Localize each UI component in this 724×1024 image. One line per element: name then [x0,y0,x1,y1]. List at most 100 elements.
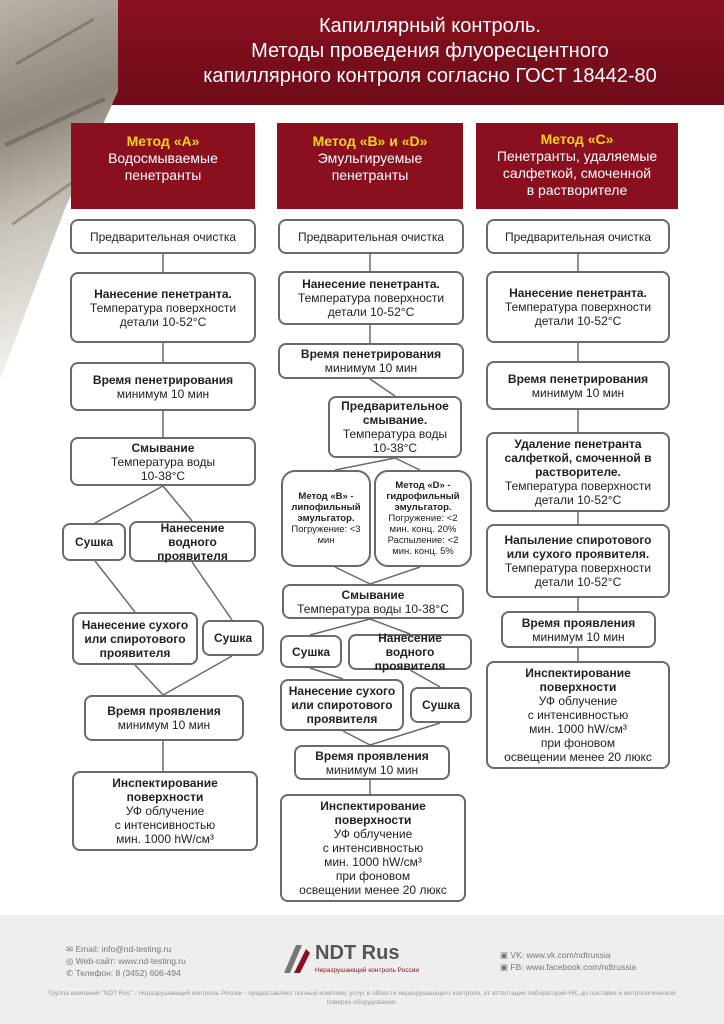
column-header-bd: Метод «B» и «D» Эмульгируемые пенетранты [277,123,463,209]
bd-dry-developer: Нанесение сухого или спиротового проявит… [280,679,404,731]
ndt-logo-text: NDT Rus [315,942,400,964]
a-dev-time-text: минимум 10 мин [117,718,211,732]
c-inspect-text-1: УФ облучение [538,694,618,708]
method-c-subtitle-1: Пенетранты, удаляемые [496,148,658,164]
bd-dwell-time: Время пенетрирования минимум 10 мин [278,343,464,379]
column-header-a: Метод «А» Водосмываемые пенетранты [71,123,255,209]
a-dwell-title: Время пенетрирования [92,372,234,387]
footer-vk-text[interactable]: VK: www.vk.com/ndtrussia [510,950,611,960]
bd-drying-2-text: Сушка [421,698,461,712]
a-apply-text-1: Температура поверхности [89,300,237,315]
c-remove-text-1: Температура поверхности [504,479,652,493]
a-dwell-time: Время пенетрирования минимум 10 мин [70,362,256,411]
footer-disclaimer: Группа компаний "NDT Rus" - Неразрушающи… [48,990,676,1006]
a-development-time: Время проявления минимум 10 мин [84,695,244,741]
bd-inspection: Инспектирование поверхности УФ облучение… [280,794,466,902]
bd-aqueous-developer: Нанесение водного проявителя [348,631,472,673]
globe-icon: ◎ [66,956,74,966]
bd-rinse-title: Смывание [341,587,405,602]
a-apply-penetrant: Нанесение пенетранта. Температура поверх… [70,272,256,343]
c-spray-title: Напыление спиротового или сухого проявит… [504,533,652,561]
c-inspect-text-2: с интенсивностью [527,708,629,722]
a-dry-developer: Нанесение сухого или спиротового проявит… [72,612,198,665]
method-bd-label: Метод «B» и «D» [312,133,428,149]
a-pre-cleaning: Предварительная очистка [70,219,256,254]
bd-prerinse-text-1: Температура воды [342,427,448,441]
bd-pre-cleaning-text: Предварительная очистка [297,229,445,244]
a-aqueous-developer-text: Нанесение водного проявителя [157,520,228,563]
header-banner [0,0,724,105]
c-inspection: Инспектирование поверхности УФ облучение… [486,661,670,769]
a-inspect-text-2: с интенсивностью [114,818,216,832]
a-inspect-title: Инспектирование поверхности [112,776,218,804]
a-drying-2: Сушка [202,620,264,656]
method-c-label: Метод «С» [540,131,614,147]
footer-fb-text[interactable]: FB: www.facebook.com/ndtrussia [510,962,637,972]
a-inspect-text-3: мин. 1000 hW/см³ [116,832,214,846]
a-apply-text-2: детали 10-52°С [119,314,207,329]
bd-inspect-text-1: УФ облучение [333,827,413,841]
bd-prerinse-text-2: 10-38°С [372,441,418,455]
envelope-icon: ✉ [66,944,74,954]
c-dwell-text: минимум 10 мин [531,385,625,400]
method-bd-subtitle-1: Эмульгируемые [317,150,423,166]
bd-method-d-text-2: Распыление: <2 мин. конц. 5% [387,535,459,557]
bd-dry-developer-text: Нанесение сухого или спиротового проявит… [288,684,396,726]
bd-drying-1: Сушка [280,635,342,668]
bd-inspect-text-3: мин. 1000 hW/см³ [324,855,422,869]
bd-method-b-emulsifier: Метод «B» - липофильный эмульгатор. Погр… [281,470,371,567]
footer-email-text[interactable]: Email: info@nd-testing.ru [75,944,172,954]
phone-icon: ✆ [66,968,74,978]
bd-apply-title: Нанесение пенетранта. [302,277,440,291]
a-dwell-text: минимум 10 мин [116,386,210,401]
title-line-3: капиллярного контроля согласно ГОСТ 1844… [203,65,657,87]
a-dry-developer-text: Нанесение сухого или спиротового проявит… [81,617,189,660]
c-pre-cleaning: Предварительная очистка [486,219,670,254]
bd-inspect-title: Инспектирование поверхности [320,799,426,827]
bd-method-b-title: Метод «B» - липофильный эмульгатор. [291,491,361,524]
bd-inspect-text-2: с интенсивностью [322,841,424,855]
bd-apply-text-1: Температура поверхности [297,291,445,305]
vk-icon: ▣ [500,950,509,960]
c-apply-title: Нанесение пенетранта. [509,286,647,300]
c-inspect-text-5: освещении менее 20 люкс [504,750,652,764]
c-apply-text-2: детали 10-52°С [534,314,622,328]
c-pre-cleaning-text: Предварительная очистка [504,229,652,244]
c-spray-text-1: Температура поверхности [504,561,652,575]
a-rinse-text-2: 10-38°С [140,468,186,483]
a-inspect-text-1: УФ облучение [125,804,205,818]
footer-social: ▣ VK: www.vk.com/ndtrussia ▣ FB: www.fac… [500,949,636,973]
c-remove-text-2: детали 10-52°С [534,493,622,507]
ndt-logo-icon [284,945,310,973]
bd-aqueous-developer-text: Нанесение водного проявителя [374,631,446,673]
bd-dev-time-title: Время проявления [315,748,429,763]
title-line-2: Методы проведения флуоресцентного [251,40,609,62]
facebook-icon: ▣ [500,962,509,972]
bd-apply-penetrant: Нанесение пенетранта. Температура поверх… [278,271,464,325]
c-inspect-title: Инспектирование поверхности [525,666,631,694]
footer-web: ◎ Web-сайт: www.nd-testing.ru [66,955,186,967]
bd-development-time: Время проявления минимум 10 мин [294,745,450,780]
column-header-c: Метод «С» Пенетранты, удаляемые салфетко… [476,123,678,209]
footer-vk: ▣ VK: www.vk.com/ndtrussia [500,949,636,961]
ndt-logo-subtitle: Неразрушающий контроль России [315,967,419,974]
footer [0,915,724,1024]
bd-inspect-text-4: при фоновом [335,869,411,883]
c-development-time: Время проявления минимум 10 мин [501,611,656,648]
method-bd-subtitle-2: пенетранты [331,167,409,183]
method-a-subtitle-1: Водосмываемые [108,150,218,166]
c-dwell-title: Время пенетрирования [507,371,649,386]
footer-phone: ✆ Телефон: 8 (3452) 606-494 [66,967,186,979]
bd-prerinse-title: Предварительное смывание. [341,399,449,427]
method-c-subtitle-2: салфеткой, смоченной [502,165,652,181]
a-drying-2-text: Сушка [213,631,253,645]
footer-contacts: ✉ Email: info@nd-testing.ru ◎ Web-сайт: … [66,943,186,979]
footer-web-text[interactable]: Web-сайт: www.nd-testing.ru [75,956,186,966]
c-apply-text-1: Температура поверхности [504,300,652,314]
c-spray-developer: Напыление спиротового или сухого проявит… [486,524,670,598]
c-remove-penetrant: Удаление пенетранта салфеткой, смоченной… [486,432,670,512]
c-apply-penetrant: Нанесение пенетранта. Температура поверх… [486,271,670,343]
a-pre-cleaning-text: Предварительная очистка [89,229,237,244]
title-line-1: Капиллярный контроль. [319,15,541,37]
